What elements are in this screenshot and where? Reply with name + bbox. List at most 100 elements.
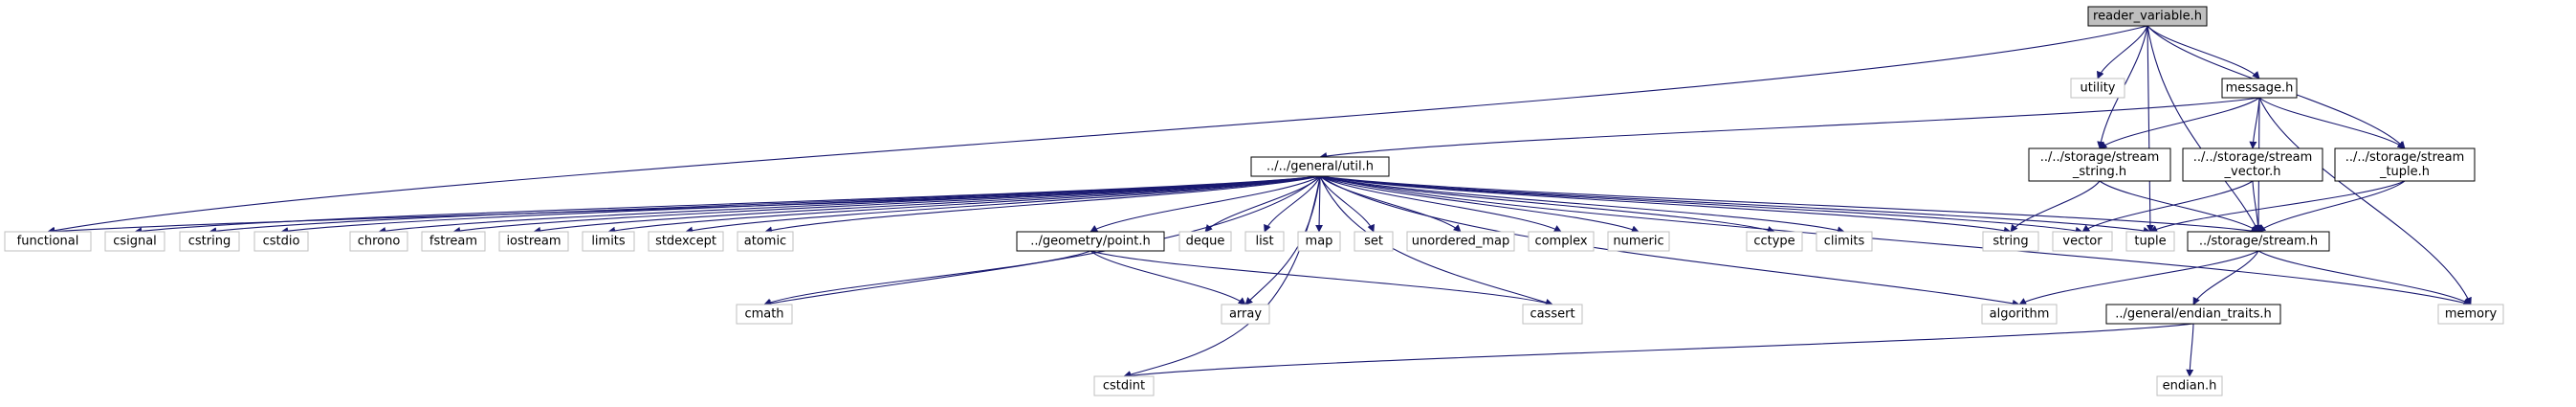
node-endian_traits[interactable]: ../general/endian_traits.h [2105, 304, 2281, 325]
edge-util-to-cstdint [1123, 175, 1321, 378]
edge-message-to-stream_tuple [2258, 97, 2406, 149]
node-box-point [1016, 231, 1165, 252]
node-label-stream: ../storage/stream.h [2199, 235, 2318, 249]
node-vector: vector [2052, 231, 2113, 252]
node-box-unordered_map [1406, 231, 1515, 252]
node-box-endian [2156, 375, 2223, 396]
edge-endian_traits-to-cstdint [1123, 323, 2194, 380]
node-label-stream_vector-line-1: ../../storage/stream [2193, 150, 2313, 165]
edge-util-to-atomic [764, 175, 1321, 235]
node-box-cstdint [1093, 375, 1155, 396]
edge-reader_variable-to-utility [2097, 25, 2148, 79]
node-map: map [1297, 231, 1341, 252]
node-label-cassert: cassert [1530, 307, 1574, 322]
node-box-chrono [349, 231, 408, 252]
node-list: list [1244, 231, 1285, 252]
node-string: string [1982, 231, 2039, 252]
edge-stream-to-memory [2257, 250, 2472, 305]
edge-util-to-string [1319, 175, 2012, 235]
node-reader_variable[interactable]: reader_variable.h [2087, 6, 2208, 27]
edge-message-to-stream_string [2099, 97, 2260, 149]
node-box-set [1354, 231, 1394, 252]
node-box-tuple [2125, 231, 2175, 252]
node-stream_tuple[interactable]: ../../storage/stream_tuple.h [2334, 147, 2476, 182]
node-label-limits: limits [591, 235, 626, 249]
node-label-memory: memory [2445, 307, 2498, 322]
node-box-deque [1178, 231, 1232, 252]
node-box-fstream [421, 231, 486, 252]
edge-message-to-memory [2258, 97, 2472, 305]
edge-util-to-stdexcept [685, 175, 1321, 235]
edge-util-to-functional [47, 175, 1321, 236]
node-limits: limits [582, 231, 635, 252]
node-label-map: map [1306, 235, 1333, 249]
edge-point-to-cmath [763, 250, 1091, 306]
node-box-stream [2187, 231, 2330, 252]
edge-util-to-iostream [533, 175, 1321, 235]
node-unordered_map: unordered_map [1406, 231, 1515, 252]
node-point[interactable]: ../geometry/point.h [1016, 231, 1165, 252]
node-label-iostream: iostream [506, 235, 561, 249]
edge-util-to-limits [607, 175, 1321, 235]
node-box-atomic [737, 231, 794, 252]
edge-stream_vector-to-vector [2081, 180, 2254, 233]
node-label-cmath: cmath [744, 307, 783, 322]
node-label-cstdio: cstdio [263, 235, 300, 249]
edge-reader_variable-to-message [2147, 25, 2260, 79]
edge-util-to-tuple [1319, 175, 2151, 235]
node-label-deque: deque [1186, 235, 1225, 249]
node-label-stream_vector-line-2: _vector.h [2224, 165, 2281, 179]
edge-reader_variable-to-stream [2147, 25, 2259, 233]
node-label-point: ../geometry/point.h [1030, 235, 1151, 249]
edge-endian_traits-to-endian [2186, 323, 2194, 377]
edge-util-to-numeric [1319, 175, 1640, 234]
node-label-stream_tuple-line-1: ../../storage/stream [2345, 150, 2465, 165]
node-utility: utility [2070, 78, 2125, 99]
node-label-endian: endian.h [2163, 379, 2217, 394]
node-array: array [1221, 304, 1270, 325]
node-box-stream_string [2028, 147, 2171, 182]
node-box-iostream [498, 231, 569, 252]
node-util[interactable]: ../../general/util.h [1250, 156, 1390, 177]
node-deque: deque [1178, 231, 1232, 252]
node-box-message [2221, 78, 2298, 99]
node-box-limits [582, 231, 635, 252]
node-label-complex: complex [1534, 235, 1587, 249]
node-atomic: atomic [737, 231, 794, 252]
edge-util-to-algorithm [1319, 175, 2020, 307]
edge-reader_variable-to-tuple [2146, 25, 2154, 233]
node-climits: climits [1816, 231, 1873, 252]
node-set: set [1354, 231, 1394, 252]
edge-util-to-point [1090, 175, 1321, 233]
edge-util-to-chrono [378, 175, 1321, 235]
node-label-reader_variable: reader_variable.h [2093, 10, 2202, 24]
node-message[interactable]: message.h [2221, 78, 2298, 99]
node-chrono: chrono [349, 231, 408, 252]
edge-point-to-array [1090, 250, 1246, 305]
node-tuple: tuple [2125, 231, 2175, 252]
node-box-stdexcept [648, 231, 724, 252]
edge-util-to-memory [1319, 175, 2472, 307]
edge-stream-to-endian_traits [2192, 250, 2259, 305]
node-stream_vector[interactable]: ../../storage/stream_vector.h [2182, 147, 2323, 182]
node-label-algorithm: algorithm [1990, 307, 2050, 322]
edge-util-to-climits [1319, 175, 1845, 235]
node-label-message: message.h [2226, 81, 2294, 96]
edge-util-to-list [1264, 175, 1321, 233]
edge-message-to-stream_vector [2249, 97, 2260, 149]
node-label-unordered_map: unordered_map [1412, 235, 1510, 249]
node-box-algorithm [1981, 304, 2058, 325]
edge-stream-to-algorithm [2018, 250, 2259, 305]
node-endian: endian.h [2156, 375, 2223, 396]
node-label-utility: utility [2081, 81, 2116, 96]
node-label-cstdint: cstdint [1103, 379, 1145, 394]
node-cassert: cassert [1522, 304, 1583, 325]
node-label-atomic: atomic [744, 235, 786, 249]
node-label-stream_string-line-1: ../../storage/stream [2040, 150, 2160, 165]
node-stream[interactable]: ../storage/stream.h [2187, 231, 2330, 252]
node-box-complex [1528, 231, 1595, 252]
node-functional: functional [4, 231, 92, 252]
node-box-util [1250, 156, 1390, 177]
node-stream_string[interactable]: ../../storage/stream_string.h [2028, 147, 2171, 182]
